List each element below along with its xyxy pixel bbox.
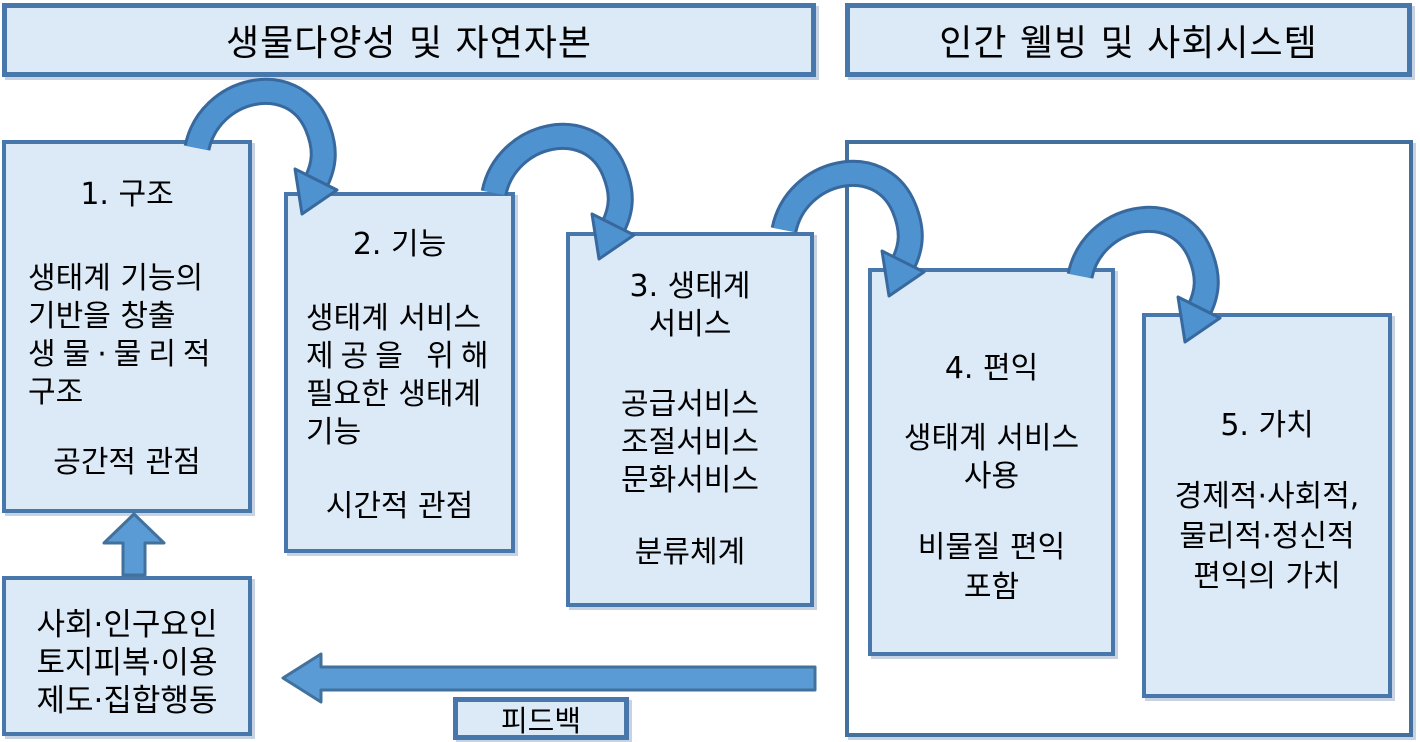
text-line: 사용 (963, 459, 1020, 494)
box-ecosystem-service-footer: 분류체계 (634, 535, 746, 570)
box-function-body: 생태계 서비스 제공을 위해 필요한 생태계 기능 (306, 300, 503, 452)
text-line: 기능 (306, 415, 362, 450)
box-structure-body: 생태계 기능의 기반을 창출 생물·물리적 구조 (28, 260, 238, 412)
box-value-body: 경제적·사회적, 물리적·정신적 편익의 가치 (1146, 477, 1388, 597)
box-function-footer: 시간적 관점 (325, 489, 474, 524)
text-line: 생태계 서비스 (306, 301, 482, 336)
text-line: 생태계 서비스 (903, 421, 1080, 456)
text-line: 조절서비스 (621, 425, 759, 460)
text-line: 물리적·정신적 (1179, 519, 1355, 554)
text-line: 토지피복·이용 (36, 645, 218, 681)
text-line: 포함 (963, 570, 1020, 605)
box-function-title: 2. 기능 (352, 227, 447, 262)
box-benefit-title: 4. 편익 (944, 351, 1039, 386)
text-line: 제도·집합행동 (36, 683, 218, 719)
box-drivers: 사회·인구요인 토지피복·이용 제도·집합행동 (2, 576, 252, 736)
feedback-arrow (281, 652, 817, 704)
box-benefit-body2: 비물질 편익 포함 (872, 528, 1111, 608)
box-function: 2. 기능 생태계 서비스 제공을 위해 필요한 생태계 기능 시간적 관점 (284, 192, 515, 553)
box-drivers-body: 사회·인구요인 토지피복·이용 제도·집합행동 (6, 606, 248, 720)
box-structure-footer: 공간적 관점 (53, 445, 201, 480)
box-value: 5. 가치 경제적·사회적, 물리적·정신적 편익의 가치 (1142, 313, 1392, 698)
text-line: 공급서비스 (621, 387, 759, 422)
box-value-title: 5. 가치 (1220, 408, 1314, 443)
box-structure: 1. 구조 생태계 기능의 기반을 창출 생물·물리적 구조 공간적 관점 (2, 140, 252, 513)
header-biodiversity-natural-capital: 생물다양성 및 자연자본 (2, 3, 816, 77)
text-line: 서비스 (648, 307, 732, 342)
box-ecosystem-service-body: 공급서비스 조절서비스 문화서비스 (570, 386, 810, 500)
text-line: 생태계 기능의 (28, 261, 204, 296)
text-line: 구조 (28, 375, 84, 410)
box-ecosystem-service: 3. 생태계 서비스 공급서비스 조절서비스 문화서비스 분류체계 (566, 232, 814, 607)
social-system-container (845, 140, 1413, 737)
feedback-label-text: 피드백 (500, 703, 582, 738)
up-arrow-drivers-to-structure (102, 512, 166, 577)
box-structure-title: 1. 구조 (80, 177, 174, 212)
box-benefit-body: 생태계 서비스 사용 (872, 420, 1111, 496)
text-line: 문화서비스 (621, 463, 759, 498)
text-line: 경제적·사회적, (1174, 479, 1360, 514)
text-line: 기반을 창출 (28, 299, 176, 334)
text-line: 비물질 편익 (917, 530, 1066, 565)
text-line: 생물·물리적 (28, 337, 218, 372)
text-line: 제공을 위해 (306, 339, 496, 374)
box-benefit: 4. 편익 생태계 서비스 사용 비물질 편익 포함 (868, 268, 1115, 656)
header-left-label: 생물다양성 및 자연자본 (225, 23, 593, 64)
header-human-wellbeing-social-system: 인간 웰빙 및 사회시스템 (845, 3, 1412, 77)
header-right-label: 인간 웰빙 및 사회시스템 (939, 23, 1318, 64)
box-ecosystem-service-title: 3. 생태계 서비스 (570, 268, 810, 344)
text-line: 사회·인구요인 (36, 607, 218, 643)
feedback-label-box: 피드백 (453, 697, 629, 740)
text-line: 필요한 생태계 (306, 377, 482, 412)
text-line: 편익의 가치 (1193, 559, 1341, 594)
text-line: 3. 생태계 (629, 269, 751, 304)
